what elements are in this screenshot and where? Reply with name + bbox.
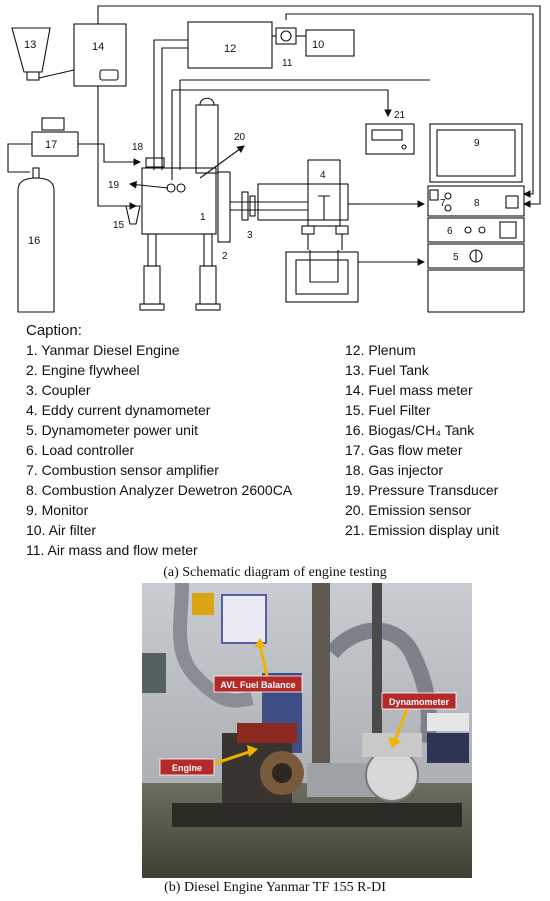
label-21: 21 [394, 110, 406, 121]
caption-item: 19. Pressure Transducer [345, 482, 499, 498]
monitor: 9 [429, 123, 523, 183]
figure-a-text: Schematic diagram of engine testing [178, 565, 387, 580]
floor [142, 783, 472, 878]
engine-photo: AVL Fuel Balance Dynamometer Engine [142, 583, 472, 878]
combustion-analyzer: 7 8 [427, 185, 525, 217]
gas-injector: 18 [132, 142, 165, 168]
caption-heading: Caption: [26, 322, 82, 339]
engine-stand [139, 233, 221, 311]
test-bed-base [172, 803, 462, 827]
vertical-rod [372, 583, 382, 783]
caption-item: 12. Plenum [345, 342, 416, 358]
caption-item: 20. Emission sensor [345, 502, 472, 518]
figure-a-caption: (a) Schematic diagram of engine testing [0, 565, 550, 581]
avl-fuel-balance-unit [221, 594, 267, 644]
caption-item: 6. Load controller [26, 442, 135, 458]
left-panel [142, 653, 166, 693]
load-controller: 6 [427, 217, 525, 243]
diesel-engine: 1 [141, 167, 217, 235]
engine-red-cover [237, 723, 297, 743]
caption-item: 21. Emission display unit [345, 522, 500, 538]
engine-flywheel: 2 [217, 171, 231, 262]
label-fuel-balance: AVL Fuel Balance [213, 675, 303, 693]
svg-text:AVL Fuel Balance: AVL Fuel Balance [220, 680, 295, 690]
caption-item: 10. Air filter [26, 522, 97, 538]
label-3: 3 [247, 230, 253, 241]
figure-b-caption: (b) Diesel Engine Yanmar TF 155 R-DI [0, 880, 550, 896]
svg-text:Engine: Engine [172, 763, 202, 773]
caption-item: 5. Dynamometer power unit [26, 422, 198, 438]
coupler: 3 [230, 191, 308, 241]
biogas-tank: 16 [17, 167, 55, 313]
label-1: 1 [200, 212, 206, 223]
label-5: 5 [453, 252, 459, 263]
label-9: 9 [474, 138, 480, 149]
air-mass-flow-meter: 11 [275, 27, 297, 69]
svg-text:Dynamometer: Dynamometer [389, 697, 450, 707]
label-engine: Engine [159, 758, 215, 776]
label-4: 4 [320, 170, 326, 181]
label-8: 8 [474, 198, 480, 209]
label-15: 15 [113, 220, 125, 231]
caption-item: 15. Fuel Filter [345, 402, 431, 418]
caption-item: 14. Fuel mass meter [345, 382, 473, 398]
caption-list-left: 1. Yanmar Diesel Engine 2. Engine flywhe… [26, 340, 292, 560]
console-cabinet [427, 269, 525, 313]
plenum: 12 [187, 21, 273, 69]
yellow-box [192, 593, 214, 615]
label-6: 6 [447, 226, 453, 237]
caption-item: 17. Gas flow meter [345, 442, 463, 458]
label-11: 11 [282, 58, 293, 69]
label-10: 10 [312, 39, 324, 51]
fuel-mass-meter: 14 [73, 23, 127, 87]
flywheel-hub [272, 763, 292, 783]
label-dynamometer: Dynamometer [381, 692, 457, 710]
caption-item: 16. Biogas/CH₄ Tank [345, 422, 475, 438]
fuel-tank: 13 [11, 27, 51, 81]
fuel-filter: 15 [113, 205, 141, 231]
figure-b-label: (b) [164, 880, 181, 895]
label-20: 20 [234, 132, 246, 143]
air-filter: 10 [305, 29, 355, 57]
caption-item: 4. Eddy current dynamometer [26, 402, 211, 418]
dynamometer-pedestal [285, 225, 359, 303]
intake-hose [173, 583, 254, 708]
vertical-pipe [312, 583, 330, 793]
engine-test-schematic: 13 14 12 11 10 21 [7, 5, 541, 313]
figure-b-text: Diesel Engine Yanmar TF 155 R-DI [180, 880, 386, 895]
label-16: 16 [28, 235, 40, 247]
caption-item: 2. Engine flywheel [26, 362, 140, 378]
label-18: 18 [132, 142, 144, 153]
caption-item: 18. Gas injector [345, 462, 444, 478]
dynamometer-power-unit: 5 [427, 243, 525, 269]
caption-item: 8. Combustion Analyzer Dewetron 2600CA [26, 482, 293, 498]
honda-box [427, 713, 469, 731]
eddy-current-dynamometer: 4 [257, 159, 360, 227]
figure-a-label: (a) [163, 565, 179, 580]
label-13: 13 [24, 39, 36, 51]
caption-item: 3. Coupler [26, 382, 91, 398]
label-19: 19 [108, 180, 120, 191]
emission-display-unit: 21 [365, 110, 415, 155]
caption-item: 11. Air mass and flow meter [26, 542, 198, 558]
caption-item: 9. Monitor [26, 502, 89, 518]
label-17: 17 [45, 139, 57, 151]
caption-item: 7. Combustion sensor amplifier [26, 462, 219, 478]
exhaust-muffler [195, 97, 219, 174]
caption-item: 1. Yanmar Diesel Engine [26, 342, 180, 358]
caption-list-right: 12. Plenum 13. Fuel Tank 14. Fuel mass m… [345, 340, 499, 540]
hexa-analyzer [427, 733, 469, 763]
label-12: 12 [224, 43, 236, 55]
caption-block: Caption: 1. Yanmar Diesel Engine 2. Engi… [0, 318, 550, 566]
label-2: 2 [222, 251, 228, 262]
label-7: 7 [440, 198, 446, 209]
label-14: 14 [92, 41, 104, 53]
caption-item: 13. Fuel Tank [345, 362, 429, 378]
gas-flow-meter: 17 [31, 117, 79, 157]
